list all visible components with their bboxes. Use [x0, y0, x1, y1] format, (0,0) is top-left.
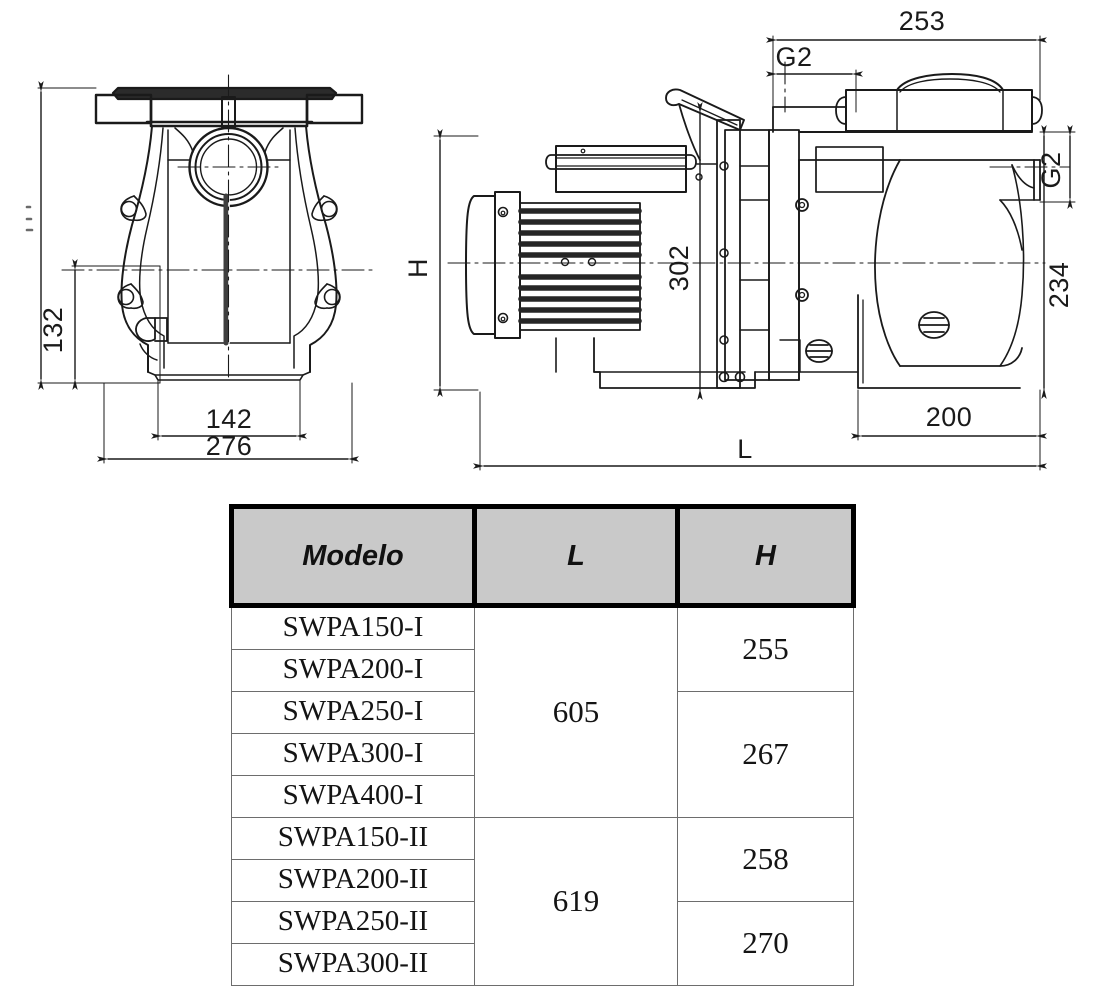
table-body: SWPA150-I 605 255 SWPA200-I SWPA250-I 26… [231, 605, 854, 986]
table-row: SWPA300-I [231, 733, 854, 776]
h-value-cell: 258 [677, 817, 854, 902]
model-cell: SWPA250-I [231, 691, 475, 734]
dim-label-G2-top: G2 [775, 42, 812, 72]
dim-label-276: 276 [206, 431, 253, 461]
dim-label-200: 200 [926, 402, 973, 432]
model-cell: SWPA300-I [231, 733, 475, 776]
model-cell: SWPA150-II [231, 817, 475, 860]
model-cell: SWPA300-II [231, 943, 475, 986]
h-value-cell: 270 [677, 901, 854, 986]
front-view-centerlines [61, 74, 373, 381]
table-row: SWPA200-I [231, 649, 854, 692]
technical-drawings: 132 142 276 H 253 G2 302 G2 234 200 L [0, 0, 1105, 495]
h-value-cell: 255 [677, 605, 854, 692]
model-cell: SWPA400-I [231, 775, 475, 818]
side-view-centerlines [447, 61, 1071, 264]
dim-label-H: H [403, 258, 433, 278]
table-row: SWPA400-I [231, 775, 854, 818]
dim-label-234: 234 [1044, 262, 1074, 309]
side-view-dimension-lines [437, 37, 1073, 469]
column-header-modelo: Modelo [229, 504, 477, 608]
front-view-extension-lines [37, 87, 353, 464]
spec-table-container: Modelo L H SWPA150-I 605 255 SWPA200-I S… [229, 504, 856, 986]
column-header-h: H [675, 504, 856, 608]
dim-label-G2-right: G2 [1036, 151, 1066, 188]
table-header: Modelo L H [229, 504, 856, 608]
l-value-cell: 605 [474, 605, 678, 818]
table-row: SWPA150-I 605 255 [231, 605, 854, 818]
model-cell: SWPA200-II [231, 859, 475, 902]
table-row: SWPA250-II 270 [231, 901, 854, 986]
table-row: SWPA300-II [231, 943, 854, 986]
dim-label-253: 253 [899, 6, 946, 36]
column-header-l: L [472, 504, 680, 608]
front-view-geometry [94, 86, 364, 381]
model-cell: SWPA250-II [231, 901, 475, 944]
front-view-cropped-label-marks [25, 205, 34, 232]
h-value-cell: 267 [677, 691, 854, 818]
front-view-dimension-lines [38, 81, 359, 462]
model-cell: SWPA150-I [231, 605, 475, 650]
spec-table: Modelo L H SWPA150-I 605 255 SWPA200-I S… [229, 504, 856, 986]
dim-label-302: 302 [664, 245, 694, 292]
header-row: Modelo L H [229, 504, 856, 608]
side-view-geometry [465, 73, 1043, 389]
dim-label-L: L [737, 434, 753, 464]
l-value-cell: 619 [474, 817, 678, 986]
dim-label-142: 142 [206, 404, 253, 434]
dim-label-132: 132 [38, 307, 68, 354]
model-cell: SWPA200-I [231, 649, 475, 692]
table-row: SWPA250-I 267 [231, 691, 854, 818]
table-row: SWPA150-II 619 258 [231, 817, 854, 986]
